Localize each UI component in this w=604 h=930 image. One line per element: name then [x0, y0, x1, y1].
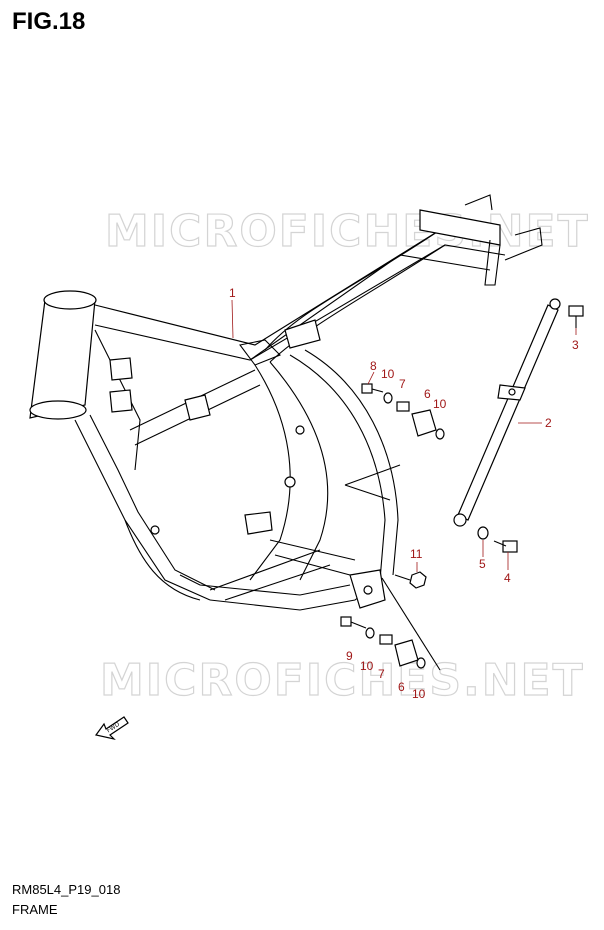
callout-11: 11: [410, 547, 423, 561]
callout-5: 5: [479, 557, 486, 571]
watermark-bottom: MICROFICHES.NET: [100, 655, 585, 706]
callout-10-d: 10: [412, 687, 426, 701]
washer-part-5: [477, 526, 489, 540]
leader-lines: [231, 299, 577, 572]
callout-3: 3: [572, 338, 579, 352]
callout-6-upper: 6: [424, 387, 431, 401]
bolt-part-3: [568, 305, 584, 328]
strut-rod: [453, 298, 561, 527]
callout-4: 4: [504, 571, 511, 585]
watermark-top: MICROFICHES.NET: [105, 206, 590, 257]
lower-mount-stack: [340, 616, 426, 669]
bolt-part-4: [493, 540, 518, 553]
callout-10-a: 10: [381, 367, 395, 381]
callout-7-upper: 7: [399, 377, 406, 391]
callout-9: 9: [346, 649, 353, 663]
callout-10-c: 10: [360, 659, 374, 673]
fwd-arrow-icon: FWD: [94, 716, 129, 741]
figure-title: FIG.18: [12, 8, 86, 35]
callout-8: 8: [370, 359, 377, 373]
callout-10-b: 10: [433, 397, 447, 411]
callout-7-lower: 7: [378, 667, 385, 681]
frame-part: [29, 194, 543, 671]
diagram-code: RM85L4_P19_018: [12, 882, 121, 897]
callout-1: 1: [229, 286, 236, 300]
diagram-name: FRAME: [12, 902, 58, 917]
callout-2: 2: [545, 416, 552, 430]
callout-6-lower: 6: [398, 680, 405, 694]
upper-mount-stack: [361, 383, 445, 440]
nut-part-11: [409, 571, 427, 589]
